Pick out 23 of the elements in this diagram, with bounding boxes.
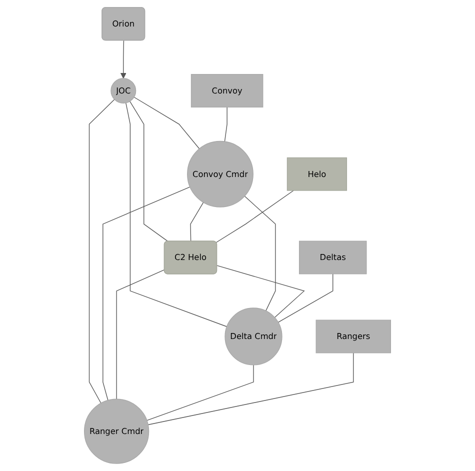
node-circle: Delta Cmdr	[224, 308, 282, 366]
node-box: Deltas	[298, 240, 367, 274]
connector	[126, 102, 228, 327]
connector	[278, 274, 334, 323]
connector	[244, 196, 276, 312]
connector	[130, 100, 168, 242]
connector	[224, 106, 228, 142]
connector	[146, 364, 254, 421]
node-circle: JOC	[110, 78, 136, 104]
arrow	[120, 40, 126, 79]
node-box: Convoy	[190, 74, 264, 108]
connector	[216, 265, 305, 318]
node-box: Helo	[286, 157, 348, 191]
connector	[190, 202, 204, 242]
connector	[216, 190, 294, 243]
connector	[102, 186, 190, 401]
connector	[134, 96, 200, 150]
connector	[88, 99, 115, 404]
node-circle: Ranger Cmdr	[84, 398, 150, 464]
connector	[148, 352, 354, 426]
node-box: Rangers	[316, 320, 391, 354]
node-circle: Convoy Cmdr	[187, 140, 254, 208]
connector	[116, 269, 165, 400]
